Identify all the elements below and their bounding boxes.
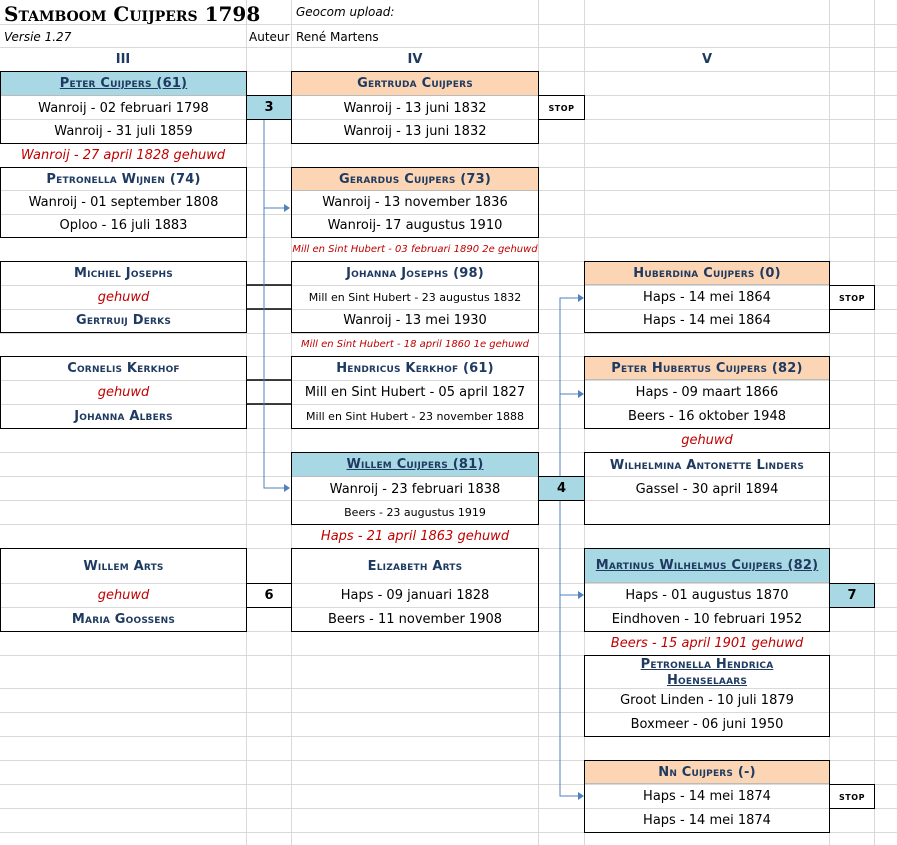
- gertruij-derks-name: Gertruij Derks: [75, 313, 172, 328]
- hendricus-kerkhof-box: [291, 356, 539, 429]
- johanna-josephs-box: [291, 261, 539, 333]
- wilhelmina-linders-birth: Gassel - 30 april 1894: [635, 481, 779, 497]
- gerardus-cuijpers-box: [291, 167, 539, 238]
- nn-cuijpers-name: Nn Cuijpers (-): [585, 761, 829, 784]
- petronella-hoenselaars-name-2[interactable]: Hoenselaars: [666, 673, 748, 688]
- petronella-wijnen-death: Oploo - 16 juli 1883: [59, 218, 188, 233]
- marriage-hendricus-johanna: Mill en Sint Hubert - 18 april 1860 1e g…: [301, 339, 529, 350]
- nn-cuijpers-birth: Haps - 14 mei 1874: [643, 789, 771, 804]
- column-header-g4: IV: [407, 52, 423, 67]
- petronella-wijnen-box: [0, 167, 247, 238]
- michiel-josephs-name: Michiel Josephs: [74, 266, 173, 281]
- arts-ref-number[interactable]: 6: [246, 583, 292, 608]
- peter-hubertus-birth: Haps - 09 maart 1866: [635, 384, 779, 400]
- martinus-ref-number[interactable]: 7: [829, 583, 875, 608]
- hendricus-kerkhof-name: Hendricus Kerkhof (61): [336, 361, 494, 376]
- josephs-derks-box: [0, 261, 247, 333]
- gertruda-cuijpers-birth: Wanroij - 13 juni 1832: [343, 100, 487, 116]
- peter-hubertus-box: [584, 356, 830, 429]
- martinus-cuijpers-birth: Haps - 01 augustus 1870: [625, 588, 789, 603]
- johanna-josephs-birth: Mill en Sint Hubert - 23 augustus 1832: [308, 290, 522, 304]
- marriage-gerardus-johanna: Mill en Sint Hubert - 03 februari 1890 2…: [292, 244, 538, 255]
- martinus-cuijpers-name[interactable]: Martinus Wilhelmus Cuijpers (82): [595, 558, 819, 573]
- wilhelmina-linders-name: Wilhelmina Antonette Linders: [609, 457, 805, 473]
- willem-cuijpers-death: Beers - 23 augustus 1919: [344, 506, 486, 519]
- author-label: Auteur: [249, 30, 290, 44]
- hendricus-kerkhof-birth: Mill en Sint Hubert - 05 april 1827: [304, 384, 526, 400]
- petronella-wijnen-birth: Wanroij - 01 september 1808: [28, 195, 219, 210]
- johanna-josephs-name: Johanna Josephs (98): [346, 266, 484, 281]
- johanna-albers-name: Johanna Albers: [74, 408, 173, 424]
- version-label: Versie 1.27: [4, 30, 72, 44]
- martinus-cuijpers-name-bg: [585, 549, 829, 583]
- gerardus-cuijpers-birth: Wanroij - 13 november 1836: [322, 195, 508, 210]
- column-header-g3: III: [115, 52, 131, 67]
- kerkhof-albers-box: [0, 356, 247, 429]
- willem-cuijpers-birth: Wanroij - 23 februari 1838: [329, 481, 501, 497]
- gerardus-cuijpers-name: Gerardus Cuijpers (73): [292, 168, 538, 191]
- wilhelmina-linders-box: [584, 452, 830, 525]
- willem-cuijpers-name[interactable]: Willem Cuijpers (81): [292, 453, 538, 477]
- petronella-wijnen-name: Petronella Wijnen (74): [46, 172, 201, 187]
- stop-marker-nn: stop: [829, 784, 875, 809]
- gerardus-cuijpers-death: Wanroij- 17 augustus 1910: [327, 218, 503, 233]
- gehuwd-peter-wilhelmina: gehuwd: [681, 433, 733, 448]
- elizabeth-arts-box: [291, 548, 539, 632]
- huberdina-cuijpers-name: Huberdina Cuijpers (0): [585, 262, 829, 285]
- maria-goossens-name: Maria Goossens: [71, 612, 176, 627]
- stop-marker-huberdina: stop: [829, 285, 875, 310]
- stop-marker-gertruda: stop: [538, 95, 585, 120]
- elizabeth-arts-death: Beers - 11 november 1908: [327, 612, 503, 627]
- geocom-label: Geocom upload:: [296, 5, 395, 19]
- cornelis-kerkhof-name: Cornelis Kerkhof: [67, 361, 180, 376]
- gehuwd-arts: gehuwd: [97, 588, 150, 603]
- marriage-willem-elizabeth: Haps - 21 april 1863 gehuwd: [320, 529, 510, 544]
- column-header-g5: V: [701, 52, 713, 67]
- willem-ref-number[interactable]: 4: [538, 476, 585, 501]
- marriage-peter-petronella: Wanroij - 27 april 1828 gehuwd: [20, 148, 226, 163]
- petronella-hoenselaars-birth: Groot Linden - 10 juli 1879: [620, 693, 794, 708]
- peter-hubertus-name: Peter Hubertus Cuijpers (82): [585, 357, 829, 380]
- author-name: René Martens: [296, 30, 379, 44]
- huberdina-cuijpers-death: Haps - 14 mei 1864: [643, 313, 771, 328]
- peter-cuijpers-name[interactable]: Peter Cuijpers (61): [1, 72, 246, 96]
- petronella-hoenselaars-box: [584, 655, 830, 737]
- elizabeth-arts-name: Elizabeth Arts: [367, 558, 463, 574]
- gertruda-cuijpers-name: Gertruda Cuijpers: [292, 72, 538, 96]
- page-title: Stamboom Cuijpers 1798: [4, 2, 261, 26]
- petronella-hoenselaars-name-1[interactable]: Petronella Hendrica: [640, 657, 774, 672]
- petronella-hoenselaars-death: Boxmeer - 06 juni 1950: [630, 717, 784, 732]
- peter-ref-number[interactable]: 3: [246, 95, 292, 120]
- gehuwd-kerkhof: gehuwd: [97, 384, 150, 400]
- nn-cuijpers-death: Haps - 14 mei 1874: [643, 813, 771, 828]
- elizabeth-arts-birth: Haps - 09 januari 1828: [340, 588, 490, 603]
- huberdina-cuijpers-birth: Haps - 14 mei 1864: [643, 289, 771, 305]
- peter-cuijpers-birth: Wanroij - 02 februari 1798: [38, 100, 209, 116]
- martinus-cuijpers-death: Eindhoven - 10 februari 1952: [611, 612, 803, 627]
- peter-hubertus-death: Beers - 16 oktober 1948: [627, 408, 786, 424]
- johanna-josephs-death: Wanroij - 13 mei 1930: [343, 313, 487, 328]
- peter-cuijpers-death: Wanroij - 31 juli 1859: [54, 124, 193, 139]
- hendricus-kerkhof-death: Mill en Sint Hubert - 23 november 1888: [306, 409, 524, 423]
- marriage-martinus-petronella: Beers - 15 april 1901 gehuwd: [610, 636, 804, 651]
- gehuwd-josephs: gehuwd: [97, 289, 150, 305]
- willem-arts-name: Willem Arts: [83, 558, 164, 574]
- gertruda-cuijpers-death: Wanroij - 13 juni 1832: [343, 124, 487, 139]
